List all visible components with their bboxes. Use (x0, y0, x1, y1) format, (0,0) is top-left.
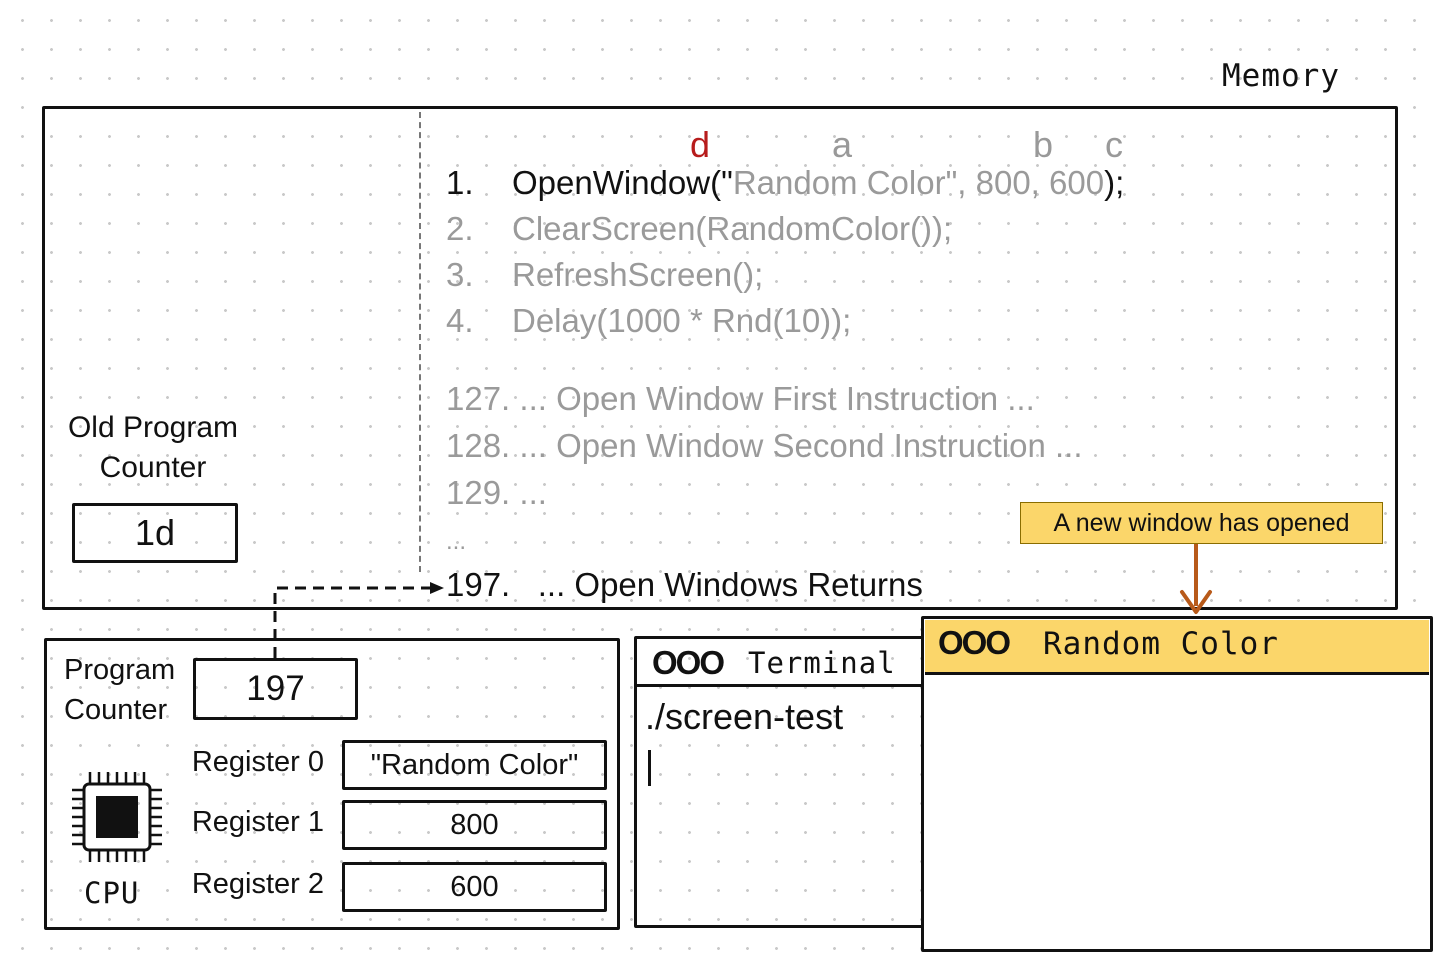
program-counter-label: Program Counter (64, 654, 176, 726)
memory-panel (42, 106, 1398, 610)
register-1-value: 800 (342, 800, 607, 850)
cpu-label: CPU (84, 876, 140, 910)
memory-ellipsis: ... (446, 528, 467, 555)
program-line-1: 1. OpenWindow("Random Color", 800, 600); (446, 164, 1124, 278)
program-counter-value: 197 (193, 658, 358, 720)
cpu-panel (44, 638, 620, 930)
function-close: ); (1104, 164, 1125, 201)
window-controls[interactable]: OOO (938, 624, 1011, 661)
register-1-label: Register 1 (191, 806, 324, 838)
line-number: 4. (446, 302, 474, 339)
register-2-label: Register 2 (191, 868, 324, 900)
register-2-value: 600 (342, 862, 607, 912)
old-program-counter-value: 1d (72, 503, 238, 563)
function-args: Random Color", 800, 600 (732, 164, 1105, 201)
return-line-197: 197. ... Open Windows Returns (446, 566, 923, 603)
tooltip-arrow (1180, 544, 1212, 614)
register-0-value: "Random Color" (342, 740, 607, 790)
memory-title: Memory (1222, 58, 1340, 94)
line-code: RefreshScreen(); (512, 256, 764, 293)
program-line-4: 4. Delay(1000 * Rnd(10)); (446, 302, 851, 416)
os-line-128: 128. ... Open Window Second Instruction … (446, 427, 1083, 464)
os-line-127: 127. ... Open Window First Instruction .… (446, 380, 1035, 417)
pc-to-197-arrow (273, 582, 444, 658)
old-program-counter-label: Old Program Counter (67, 411, 239, 484)
line-number: 1. (446, 164, 474, 201)
annotation-b: b (1033, 124, 1054, 165)
program-line-3: 3. RefreshScreen(); (446, 256, 763, 370)
line-code: Delay(1000 * Rnd(10)); (512, 302, 852, 339)
os-line-129: 129. ... (446, 474, 547, 511)
register-0-label: Register 0 (191, 746, 324, 778)
function-name: OpenWindow(" (512, 164, 733, 201)
annotation-a: a (832, 124, 853, 165)
line-code: ClearScreen(RandomColor()); (512, 210, 953, 247)
random-color-titlebar[interactable] (925, 620, 1429, 675)
terminal-title: Terminal (748, 646, 896, 680)
line-number: 2. (446, 210, 474, 247)
tooltip-callout: A new window has opened (1020, 502, 1383, 544)
annotation-c: c (1105, 124, 1123, 165)
memory-divider (419, 112, 421, 572)
annotation-d: d (690, 124, 711, 165)
terminal-window-controls[interactable]: OOO (652, 644, 725, 681)
program-line-2: 2. ClearScreen(RandomColor()); (446, 210, 952, 324)
terminal-titlebar-divider (637, 684, 933, 687)
line-number: 3. (446, 256, 474, 293)
terminal-cursor[interactable] (648, 750, 651, 786)
window-title: Random Color (1043, 626, 1279, 662)
line-code: OpenWindow("Random Color", 800, 600); (512, 164, 1124, 202)
terminal-command: ./screen-test (645, 696, 844, 737)
